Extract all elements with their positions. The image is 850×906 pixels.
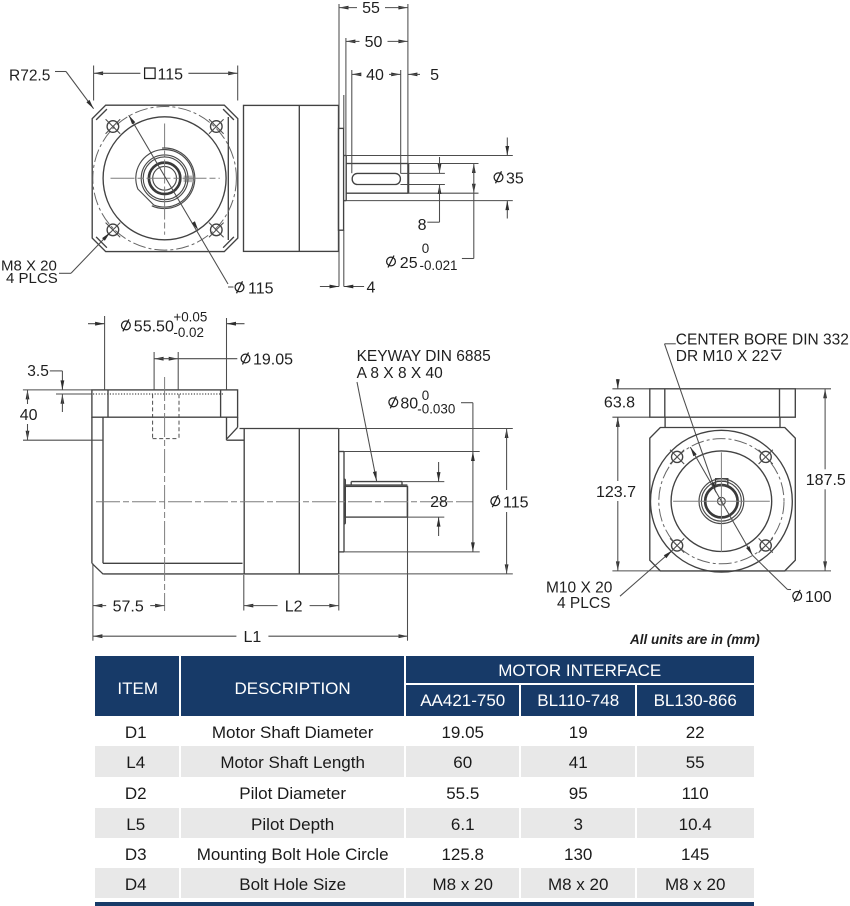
svg-text:123.7: 123.7 (596, 484, 636, 501)
svg-text:115: 115 (158, 66, 184, 83)
svg-text:4 PLCS: 4 PLCS (6, 270, 58, 287)
svg-text:25: 25 (400, 255, 418, 272)
svg-text:50: 50 (365, 34, 383, 51)
svg-text:40: 40 (20, 407, 38, 424)
svg-text:63.8: 63.8 (604, 394, 635, 411)
svg-text:80: 80 (400, 396, 418, 413)
svg-text:M8 X 20: M8 X 20 (1, 257, 57, 274)
svg-text:All units are in (mm): All units are in (mm) (629, 632, 760, 647)
svg-text:35: 35 (506, 171, 524, 188)
svg-text:115: 115 (503, 495, 529, 512)
svg-text:-0.030: -0.030 (417, 401, 455, 416)
svg-text:57.5: 57.5 (113, 598, 144, 615)
svg-text:0: 0 (422, 388, 429, 403)
svg-text:19.05: 19.05 (253, 352, 293, 369)
svg-text:8: 8 (418, 217, 427, 234)
svg-text:KEYWAY DIN 6885: KEYWAY DIN 6885 (357, 348, 491, 365)
svg-text:28: 28 (430, 494, 448, 511)
svg-text:55: 55 (362, 0, 380, 17)
svg-text:CENTER BORE DIN 332: CENTER BORE DIN 332 (676, 332, 849, 349)
svg-text:5: 5 (430, 67, 439, 84)
svg-text:DR M10 X 22: DR M10 X 22 (676, 348, 769, 365)
svg-text:115: 115 (248, 280, 274, 297)
svg-text:4: 4 (367, 280, 376, 297)
svg-text:4 PLCS: 4 PLCS (557, 595, 610, 612)
svg-text:3.5: 3.5 (27, 363, 49, 380)
svg-text:L1: L1 (244, 629, 262, 646)
svg-text:-0.021: -0.021 (420, 258, 458, 273)
svg-text:100: 100 (805, 589, 832, 606)
svg-text:+0.05: +0.05 (173, 309, 207, 324)
svg-text:M10 X 20: M10 X 20 (546, 580, 613, 597)
svg-text:L2: L2 (285, 598, 303, 615)
svg-text:0: 0 (422, 241, 429, 256)
svg-text:R72.5: R72.5 (9, 68, 50, 85)
svg-text:40: 40 (366, 67, 384, 84)
svg-text:187.5: 187.5 (806, 472, 846, 489)
svg-text:-0.02: -0.02 (173, 325, 204, 340)
svg-text:55.50: 55.50 (134, 319, 174, 336)
svg-text:A 8 X 8 X 40: A 8 X 8 X 40 (357, 365, 444, 382)
